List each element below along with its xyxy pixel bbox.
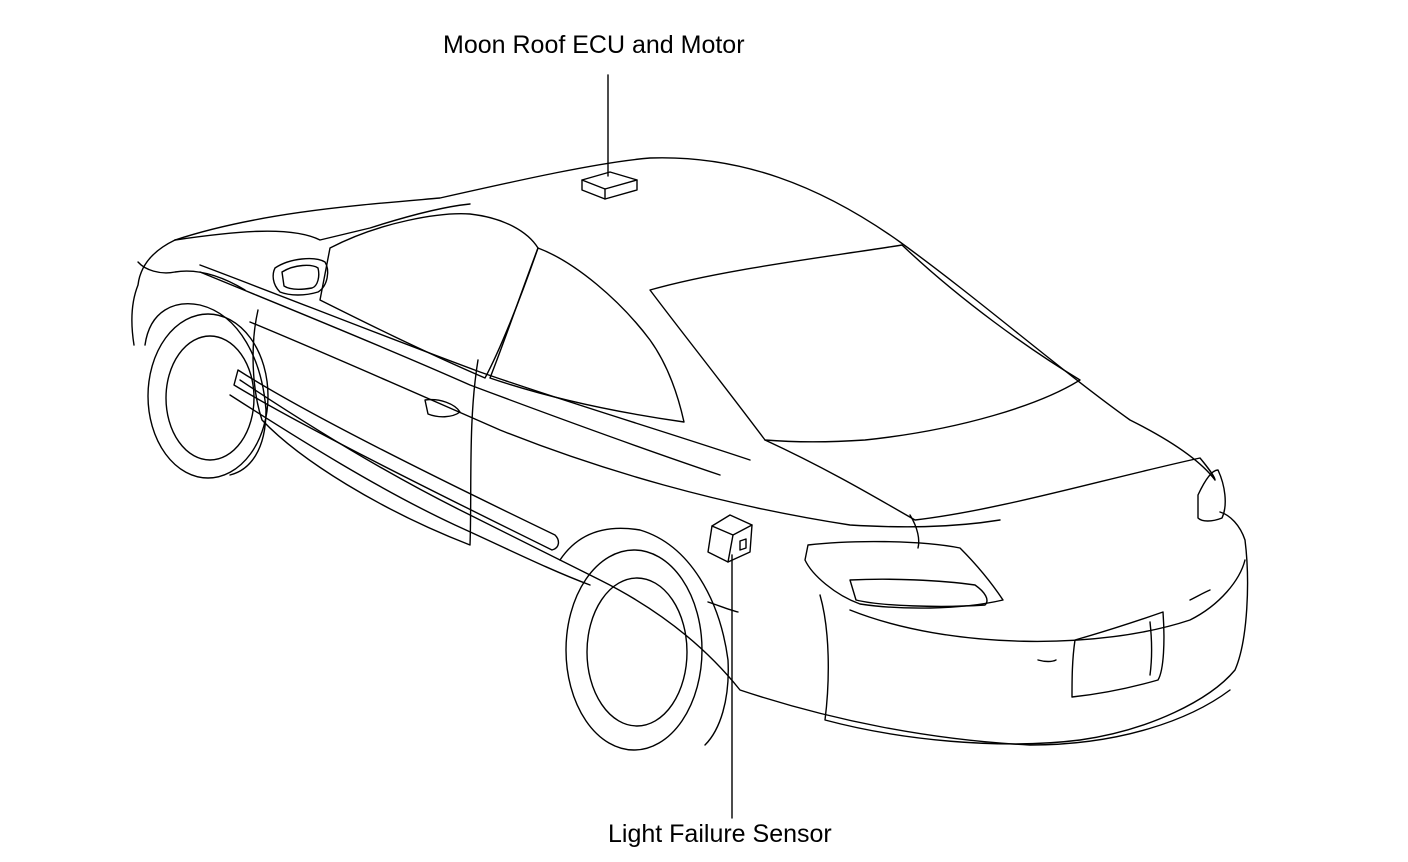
belt-line	[199, 264, 751, 461]
front-tire	[147, 313, 269, 479]
front-fascia	[131, 239, 176, 346]
front-rim	[165, 335, 255, 461]
rear-side-window	[489, 247, 685, 423]
light-failure-sensor-box	[707, 514, 753, 563]
rear-bumper	[819, 511, 1249, 745]
moon-roof-ecu-label: Moon Roof ECU and Motor	[443, 31, 745, 59]
rear-rim	[586, 577, 688, 727]
lower-body	[239, 379, 1231, 746]
trunk-lid	[764, 439, 1216, 521]
body-side-crease	[249, 321, 1001, 528]
roof-outline	[174, 157, 1216, 481]
side-molding	[233, 369, 560, 551]
right-tail-light	[1197, 469, 1226, 522]
side-mirror	[272, 257, 329, 296]
rear-tire	[565, 549, 703, 751]
left-tail-light	[804, 540, 1004, 609]
door-outline	[252, 309, 479, 546]
front-bumper	[137, 261, 246, 291]
moon-roof-ecu-box	[581, 171, 638, 200]
hood-line	[174, 203, 471, 241]
front-wheel-arch	[144, 303, 267, 476]
light-failure-sensor-label: Light Failure Sensor	[608, 820, 832, 848]
rear-window	[649, 244, 1081, 443]
rear-wheel-arch	[559, 527, 729, 746]
door-handle	[424, 398, 461, 418]
license-plate	[1071, 611, 1165, 698]
